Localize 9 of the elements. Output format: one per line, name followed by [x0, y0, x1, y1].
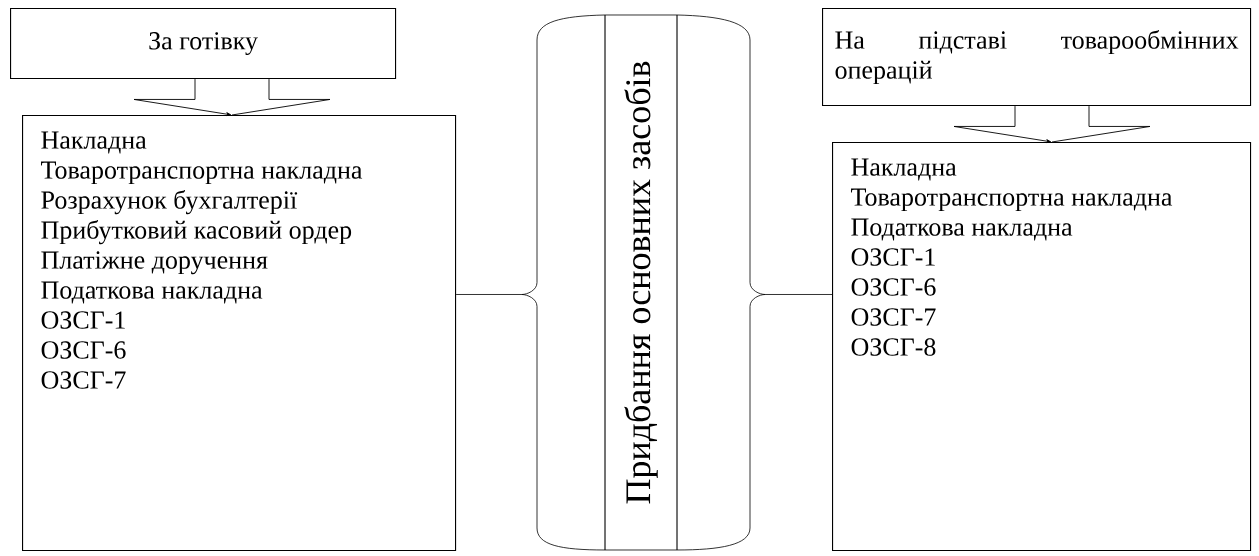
- block-arrow: [133, 78, 331, 117]
- connector-line: [455, 294, 523, 295]
- brace-band: Придбання основних засобів: [521, 14, 766, 551]
- document-list-box: Накладна Товаротранспортна накладна Розрахунок бухгалтерії Прибутковий касовий ордер Платіжне доручення Податкова накладна ОЗСГ-1 ОЗСГ-6 ОЗСГ-7: [22, 115, 457, 552]
- block-arrow: [953, 105, 1151, 144]
- connector-line: [764, 294, 833, 295]
- document-list-box: Накладна Товаротранспортна накладна Податкова накладна ОЗСГ-1 ОЗСГ-6 ОЗСГ-7 ОЗСГ-8: [832, 142, 1252, 552]
- header-box: На підставі товарообмінних операцій: [822, 8, 1252, 107]
- header-box: За готівку: [10, 8, 397, 80]
